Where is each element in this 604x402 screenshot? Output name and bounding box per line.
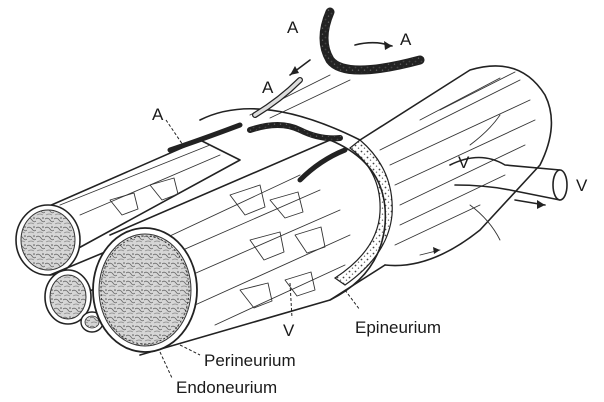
label-artery-top-right: A — [400, 30, 412, 49]
label-epineurium: Epineurium — [355, 318, 441, 337]
main-fascicle-end — [93, 228, 197, 352]
label-artery-top-left: A — [287, 18, 299, 37]
label-artery-mid: A — [262, 78, 274, 97]
label-artery-left: A — [152, 105, 164, 124]
label-perineurium: Perineurium — [204, 351, 296, 370]
label-vein-bottom: V — [283, 321, 295, 340]
label-vein-right-inner: V — [458, 153, 470, 172]
label-endoneurium: Endoneurium — [176, 378, 277, 397]
label-vein-right-outer: V — [576, 176, 588, 195]
epineurium-sheath — [200, 66, 551, 300]
